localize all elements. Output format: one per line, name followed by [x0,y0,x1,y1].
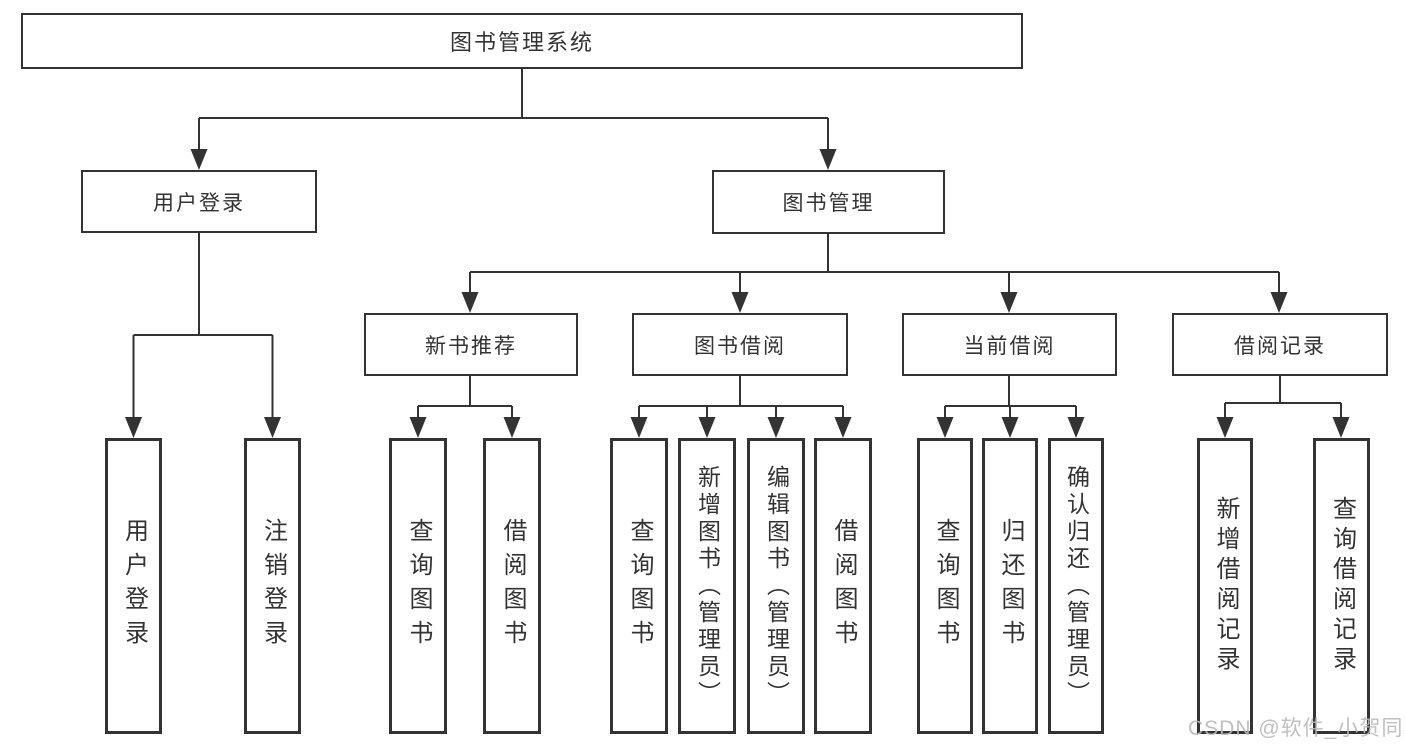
leaf-borrow-books-label: 借阅图书 [499,518,526,654]
leaf-borrow-books-2: 借阅图书 [814,438,872,734]
leaf-user-login-label: 用户登录 [120,518,148,654]
node-user-login-label: 用户登录 [153,191,245,215]
node-system-root-label: 图书管理系统 [449,30,594,55]
leaf-query-borrow-record: 查询借阅记录 [1313,438,1370,734]
leaf-query-books-2: 查询图书 [610,438,668,734]
node-book-management-label: 图书管理 [782,192,875,215]
node-current-borrowing-label: 当前借阅 [963,334,1056,358]
leaf-user-login: 用户登录 [105,438,162,734]
leaf-query-books-3-label: 查询图书 [932,518,959,654]
leaf-confirm-return-admin-label: 确认归还（管理员） [1063,464,1090,708]
node-user-login: 用户登录 [81,170,317,233]
node-system-root: 图书管理系统 [21,13,1023,69]
leaf-confirm-return-admin: 确认归还（管理员） [1048,438,1104,734]
leaf-add-borrow-record: 新增借阅记录 [1197,438,1253,734]
leaf-borrow-books: 借阅图书 [483,438,541,734]
leaf-query-books: 查询图书 [389,438,447,734]
node-borrowing-records-label: 借阅记录 [1234,334,1326,358]
leaf-edit-book-admin-label: 编辑图书（管理员） [763,464,790,708]
node-current-borrowing: 当前借阅 [902,313,1117,376]
leaf-query-borrow-record-label: 查询借阅记录 [1328,496,1356,676]
leaf-add-book-admin-label: 新增图书（管理员） [694,464,721,708]
node-book-management: 图书管理 [712,170,945,234]
node-new-book-recommendation: 新书推荐 [364,313,578,376]
leaf-query-books-3: 查询图书 [917,438,973,734]
arrowheads [125,149,1350,438]
leaf-add-borrow-record-label: 新增借阅记录 [1212,496,1239,676]
node-borrowing-records: 借阅记录 [1172,313,1388,376]
leaf-logout-label: 注销登录 [259,518,287,654]
leaf-edit-book-admin: 编辑图书（管理员） [747,438,805,734]
leaf-return-books-label: 归还图书 [997,518,1024,654]
node-book-borrowing-label: 图书借阅 [694,334,786,358]
leaf-query-books-label: 查询图书 [405,518,432,654]
leaf-borrow-books-2-label: 借阅图书 [830,518,857,654]
leaf-return-books: 归还图书 [982,438,1038,734]
leaf-query-books-2-label: 查询图书 [626,518,653,654]
node-book-borrowing: 图书借阅 [632,313,848,376]
leaf-logout: 注销登录 [244,438,301,734]
node-new-book-recommendation-label: 新书推荐 [425,334,517,358]
leaf-add-book-admin: 新增图书（管理员） [678,438,736,734]
csdn-watermark: CSDN @软件_小贺同学 [1188,717,1405,740]
